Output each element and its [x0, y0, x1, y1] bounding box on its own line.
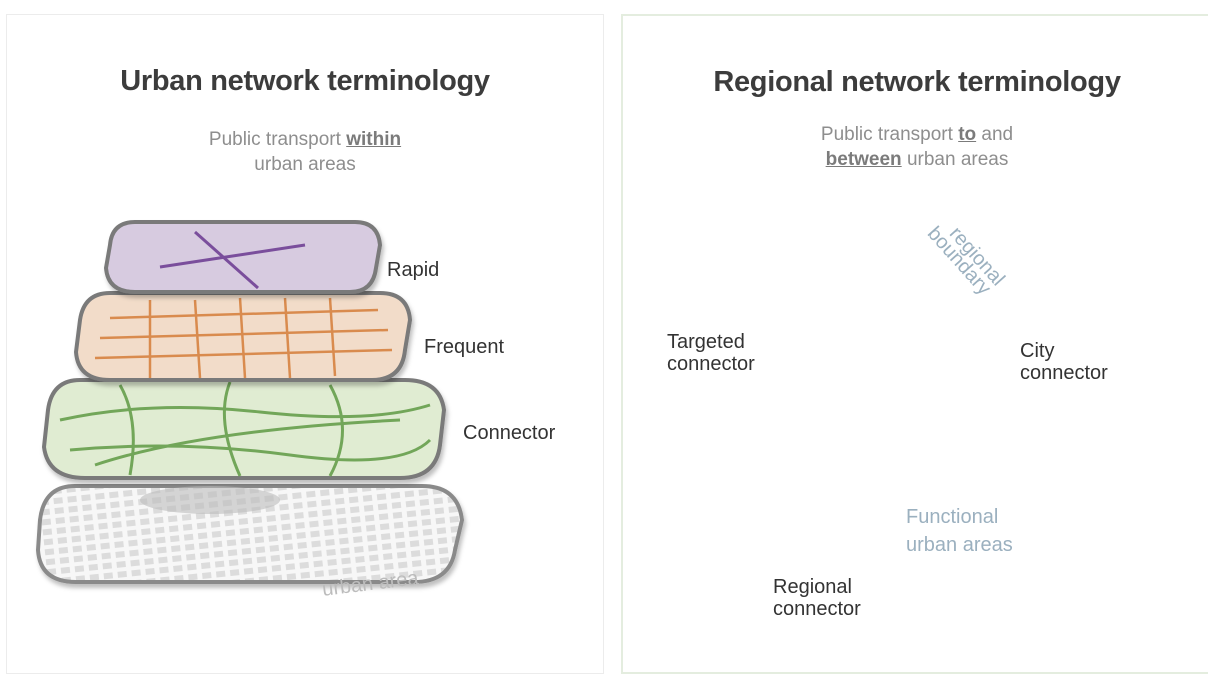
rapid-label: Rapid: [387, 259, 440, 281]
frequent-grid: [94, 297, 393, 379]
regional-connector-label-1: Regional: [773, 576, 852, 598]
regional-connector-label-2: connector: [773, 598, 861, 620]
urban-area-shade: [140, 486, 280, 514]
urban-subtitle-tail: urban areas: [254, 154, 356, 175]
regional-network-title: Regional network terminology: [713, 66, 1121, 98]
city-connector-label-2: connector: [1020, 362, 1108, 384]
city-connector-label-1: City: [1020, 340, 1055, 362]
connector-layer: [41, 378, 447, 480]
regional-network-panel: Regional network terminology Public tran…: [621, 14, 1208, 674]
urban-network-title: Urban network terminology: [120, 65, 490, 97]
regional-subtitle-emphasis-to: to: [958, 124, 977, 145]
rapid-layer: [103, 220, 383, 294]
regional-subtitle-lead: Public transport: [820, 124, 953, 145]
connector-label: Connector: [463, 422, 556, 444]
targeted-connector-label-2: connector: [667, 353, 755, 375]
connector-routes: [59, 381, 432, 477]
functional-urban-areas-label-1: Functional: [906, 506, 999, 528]
regional-subtitle-emphasis-between: between: [825, 149, 902, 170]
urban-network-subtitle: Public transport within urban areas: [7, 127, 603, 177]
regional-subtitle-tail: urban areas: [906, 149, 1009, 170]
rapid-routes: [159, 230, 306, 290]
urban-subtitle-emphasis: within: [346, 129, 402, 150]
urban-subtitle-lead: Public transport: [208, 129, 341, 150]
targeted-connector-label-1: Targeted: [667, 331, 745, 353]
regional-subtitle-and: and: [981, 124, 1014, 145]
regional-network-subtitle: Public transport to and between urban ar…: [623, 122, 1208, 172]
functional-urban-areas-label-2: urban areas: [906, 534, 1013, 556]
frequent-label: Frequent: [424, 336, 505, 358]
urban-area-layer: [35, 484, 465, 584]
